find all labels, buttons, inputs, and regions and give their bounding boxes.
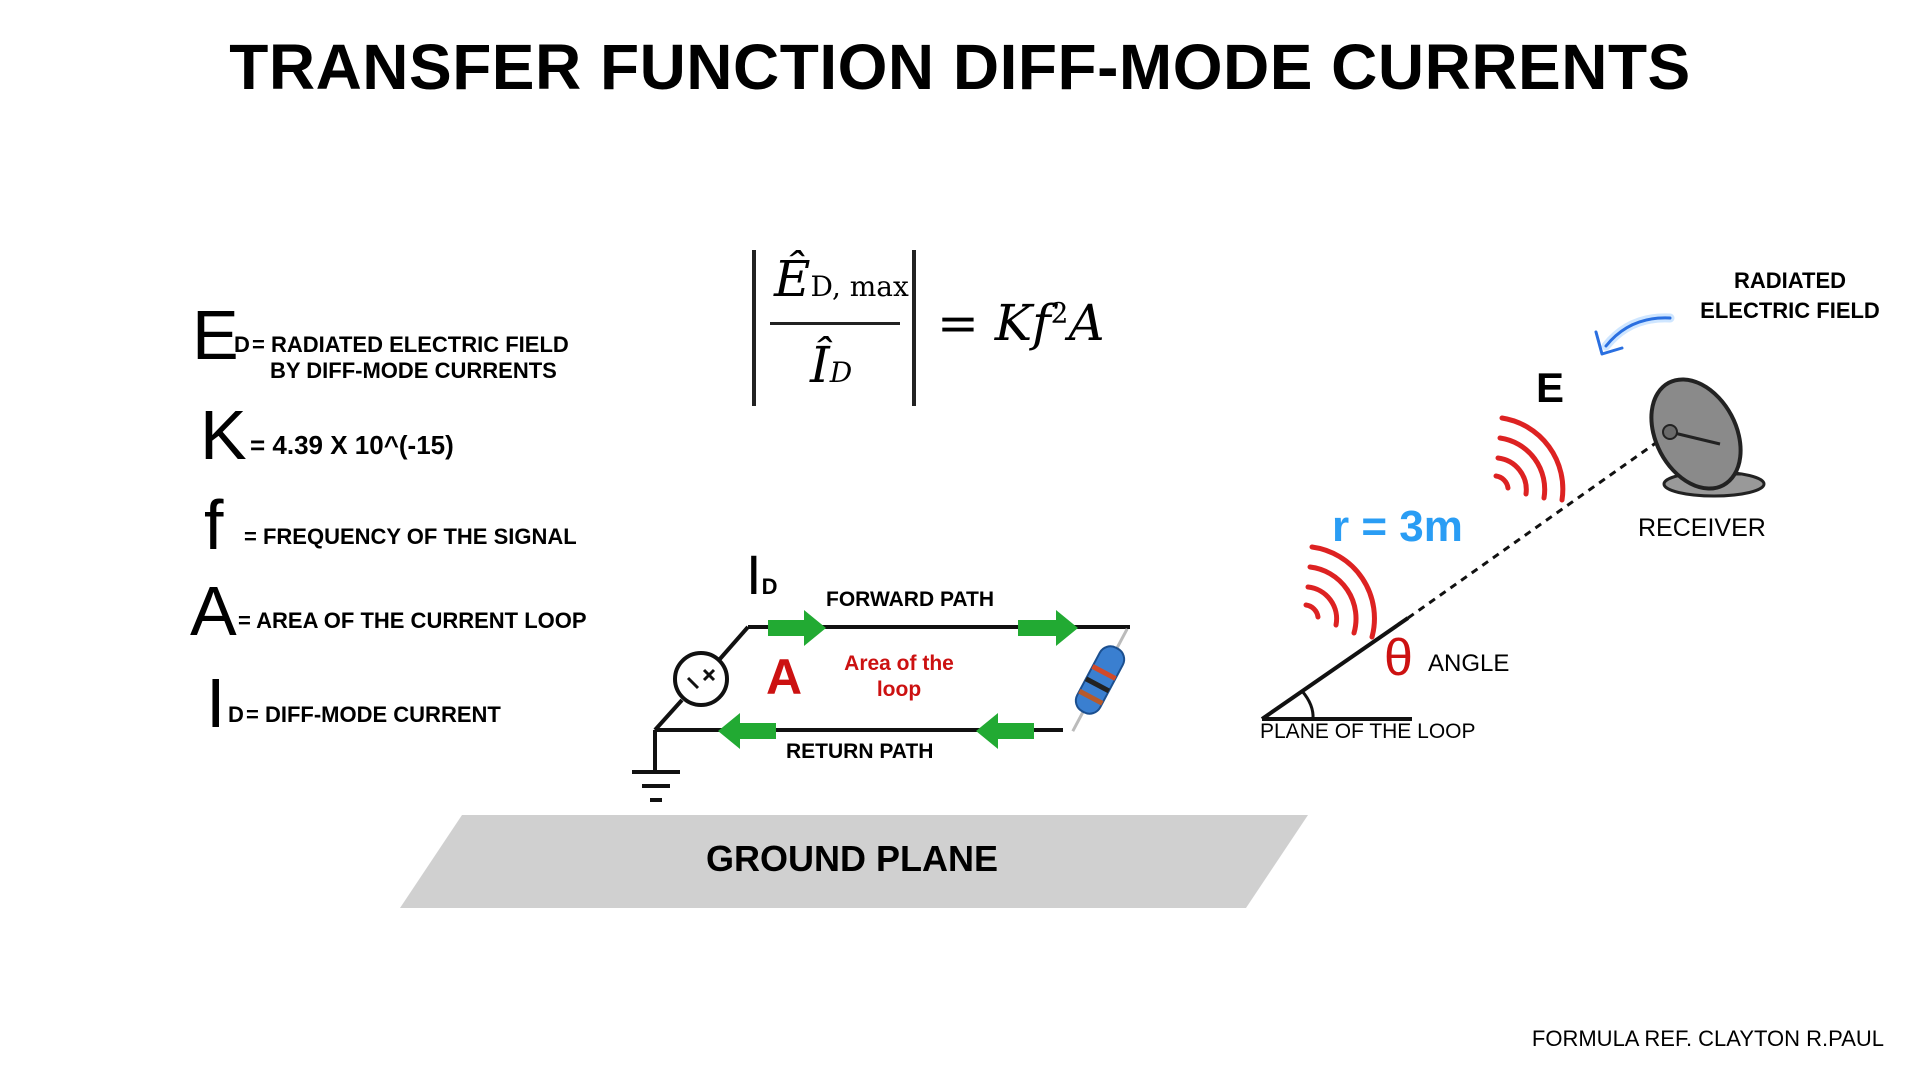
current-label: ID bbox=[746, 543, 778, 606]
legend-i-sub: D bbox=[228, 702, 244, 727]
return-arrow-2 bbox=[976, 713, 1034, 749]
receiver-dish-icon bbox=[1649, 377, 1766, 498]
return-arrow-1 bbox=[718, 713, 776, 749]
formula-fraction-bar bbox=[770, 322, 900, 325]
area-letter: A bbox=[766, 649, 803, 705]
area-text-1: Area of the bbox=[844, 652, 954, 675]
resistor-icon bbox=[1071, 628, 1129, 732]
field-pointer-arrow bbox=[1594, 313, 1675, 356]
direction-line bbox=[1260, 616, 1410, 721]
legend-a-symbol: A bbox=[190, 572, 237, 650]
formula-rhs: = Kf2A bbox=[937, 294, 1105, 352]
formula-denominator: ÎD bbox=[810, 336, 853, 394]
page-title: TRANSFER FUNCTION DIFF-MODE CURRENTS bbox=[229, 31, 1691, 103]
legend-i-symbol: I bbox=[206, 664, 226, 742]
legend-f-desc: = FREQUENCY OF THE SIGNAL bbox=[244, 524, 577, 549]
formula-abs-bar-right bbox=[912, 250, 916, 406]
forward-path-label: FORWARD PATH bbox=[826, 588, 994, 611]
voltage-source-icon bbox=[673, 651, 729, 707]
ground-plane-shape bbox=[400, 815, 1308, 908]
legend-e-sub: D bbox=[234, 332, 250, 357]
return-path-label: RETURN PATH bbox=[786, 740, 934, 763]
return-arrows bbox=[718, 713, 1034, 749]
radiation-geometry bbox=[1260, 438, 1661, 721]
legend-e-desc-1: = RADIATED ELECTRIC FIELD bbox=[252, 332, 569, 357]
field-letter: E bbox=[1536, 364, 1565, 411]
forward-arrow-2 bbox=[1018, 610, 1078, 646]
legend-e-symbol: E bbox=[192, 296, 239, 374]
formula-numerator: ÊD, max bbox=[774, 250, 909, 308]
ground-plane-label: GROUND PLANE bbox=[705, 838, 998, 879]
ground-symbol bbox=[632, 770, 680, 802]
formula: ÊD, max ÎD = Kf2A bbox=[752, 244, 1122, 414]
legend-a-desc: = AREA OF THE CURRENT LOOP bbox=[238, 608, 587, 633]
area-text-2: loop bbox=[876, 678, 922, 701]
legend-i-desc: = DIFF-MODE CURRENT bbox=[246, 702, 501, 727]
receiver-label: RECEIVER bbox=[1638, 514, 1766, 542]
formula-abs-bar-left bbox=[752, 250, 756, 406]
field-caption-2: ELECTRIC FIELD bbox=[1700, 298, 1880, 323]
field-caption-1: RADIATED bbox=[1733, 268, 1847, 293]
plane-of-loop-label: PLANE OF THE LOOP bbox=[1260, 720, 1476, 743]
theta-symbol: θ bbox=[1384, 629, 1413, 687]
legend-k-desc: = 4.39 X 10^(-15) bbox=[250, 430, 454, 460]
distance-label: r = 3m bbox=[1332, 502, 1463, 551]
legend-e-desc-2: BY DIFF-MODE CURRENTS bbox=[270, 358, 557, 383]
forward-arrows bbox=[768, 610, 1078, 646]
angle-arc bbox=[1300, 690, 1315, 720]
wave-arcs-lower bbox=[1303, 544, 1377, 640]
angle-label: ANGLE bbox=[1428, 650, 1510, 677]
legend-k-symbol: K bbox=[200, 396, 247, 474]
wave-arcs-upper bbox=[1493, 415, 1566, 503]
legend-f-symbol: f bbox=[204, 486, 224, 564]
forward-arrow-1 bbox=[768, 610, 826, 646]
formula-reference: FORMULA REF. CLAYTON R.PAUL bbox=[1531, 1026, 1884, 1051]
